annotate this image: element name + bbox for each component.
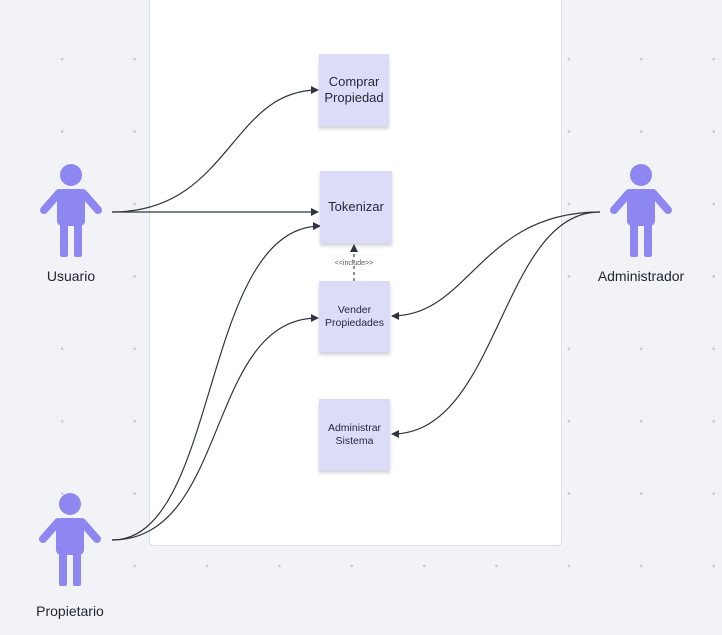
association-propietario-vender[interactable]: [111, 314, 319, 541]
include-label: <<include>>: [334, 260, 374, 267]
person-icon: [40, 164, 102, 257]
actor-label-administrador: Administrador: [597, 268, 685, 284]
actor-label-propietario: Propietario: [36, 603, 104, 619]
actor-administrador[interactable]: Administrador: [576, 160, 706, 290]
use-case-comprar-propiedad[interactable]: Comprar Propiedad: [319, 54, 389, 126]
association-administrador-administrar[interactable]: [391, 211, 601, 438]
person-icon: [39, 493, 101, 586]
association-administrador-vender[interactable]: [391, 211, 601, 320]
use-case-tokenizar[interactable]: Tokenizar: [320, 171, 392, 243]
actor-label-usuario: Usuario: [46, 268, 96, 284]
actor-propietario[interactable]: Propietario: [5, 489, 135, 619]
actor-usuario[interactable]: Usuario: [6, 160, 136, 290]
person-icon: [610, 164, 672, 257]
association-usuario-comprar[interactable]: [111, 86, 319, 213]
use-case-administrar-sistema[interactable]: Administrar Sistema: [319, 399, 390, 470]
association-propietario-tokenizar[interactable]: [111, 222, 321, 541]
use-case-vender-propiedades[interactable]: Vender Propiedades: [319, 281, 390, 352]
